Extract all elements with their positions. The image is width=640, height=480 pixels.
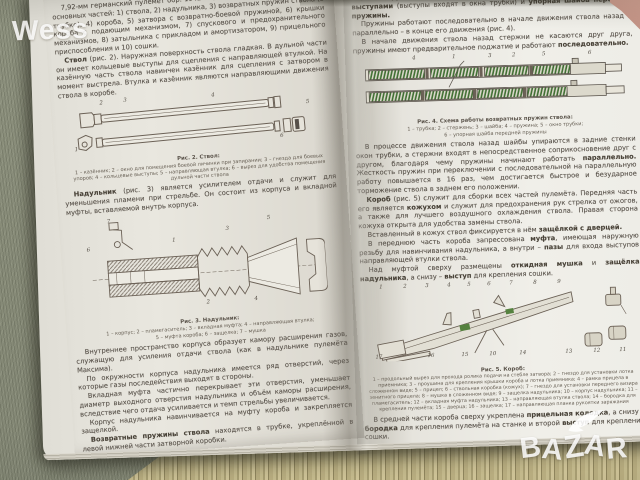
paragraph-text: , а снизу – (406, 272, 445, 282)
figure-callout: 11 (619, 346, 627, 353)
figure-callout: 3 (225, 225, 230, 232)
figure-barrel-drawing: 2 3 4 5 1 6 (69, 84, 323, 161)
figure-callout: 2 (206, 299, 211, 306)
top-edge-shadow (300, 0, 622, 7)
figure-callout: 7 (106, 218, 111, 226)
bold-term: последовательно. (557, 38, 629, 49)
bold-term: муфта (530, 233, 556, 243)
figure-callout: 3 (487, 52, 492, 59)
figure-callout: 14 (519, 349, 527, 356)
barrel-illustration (77, 95, 306, 151)
figure-callout: 13 (565, 348, 573, 355)
figure-muzzle-booster-drawing: 7 1 3 5 6 2 4 (82, 201, 329, 323)
figure-callout: 4 (210, 92, 215, 99)
figure-callout: 1 (171, 237, 176, 244)
figure-callout: 3 (123, 97, 128, 104)
figure-receiver-drawing: 1 2 3 4 5 6 7 8 9 17 16 15 10 14 13 12 1… (367, 276, 636, 368)
figure-callout: 3 (425, 282, 429, 289)
right-page: В этой трубке имеются четыре пружины, тр… (343, 0, 640, 454)
figure-callout: 5 (541, 50, 546, 57)
figure-callout: 4 (411, 54, 416, 62)
figure-callout: 6 (279, 132, 284, 139)
bold-term: выступ (444, 271, 472, 281)
bold-term: откидная мушка (510, 259, 583, 270)
figure-callout: 1 (451, 53, 456, 60)
figure-callout: 7 (509, 280, 513, 287)
figure-callout: 5 (266, 214, 271, 221)
figure-callout: 8 (533, 279, 537, 286)
watermark-bazar: BAZAR (518, 410, 630, 467)
bold-term: кожухом (406, 202, 442, 212)
figure-callout: 15 (461, 351, 469, 358)
figure-callout: 10 (489, 350, 497, 357)
bold-term: пазы (543, 242, 564, 251)
paragraph-text: для крепления сошки. (471, 269, 554, 280)
figure-callout: 5 (305, 98, 310, 105)
open-book: 7,92-мм германский пулемёт обр. 1942 г. … (28, 0, 640, 461)
muzzle-booster-illustration (92, 221, 329, 298)
paragraph-text: , а снизу – (608, 407, 640, 417)
figure-callout: 1 (74, 146, 79, 154)
figure-callout: 2 (403, 283, 407, 290)
figure-callout: 2 (511, 51, 516, 58)
receiver-illustration (377, 286, 627, 362)
paragraph-text: и (582, 258, 606, 268)
figure-callout: 6 (587, 49, 592, 56)
figure-callout: 1 (379, 284, 383, 291)
left-page: 7,92-мм германский пулемёт обр. 1942 г. … (43, 0, 364, 458)
watermark-letter: R (605, 432, 630, 466)
figure-callout: 12 (593, 347, 601, 354)
figure-callout: 5 (467, 281, 471, 288)
spring-scheme-illustration (364, 57, 625, 103)
figure-callout: 9 (557, 278, 561, 285)
figure-callout: 6 (487, 280, 491, 287)
figure-spring-scheme-drawing: 4 1 3 2 5 6 (360, 48, 628, 118)
figure-callout: 6 (86, 247, 91, 254)
watermark-wess: Wess (11, 12, 90, 47)
quill-icon (568, 410, 604, 432)
figure-callout: 4 (447, 282, 451, 289)
figure-callout: 16 (427, 352, 435, 359)
paragraph: В процессе движения ствола назад шайбы у… (356, 134, 638, 196)
figure-callout: 4 (254, 295, 259, 302)
figure-callout: 2 (99, 99, 104, 107)
